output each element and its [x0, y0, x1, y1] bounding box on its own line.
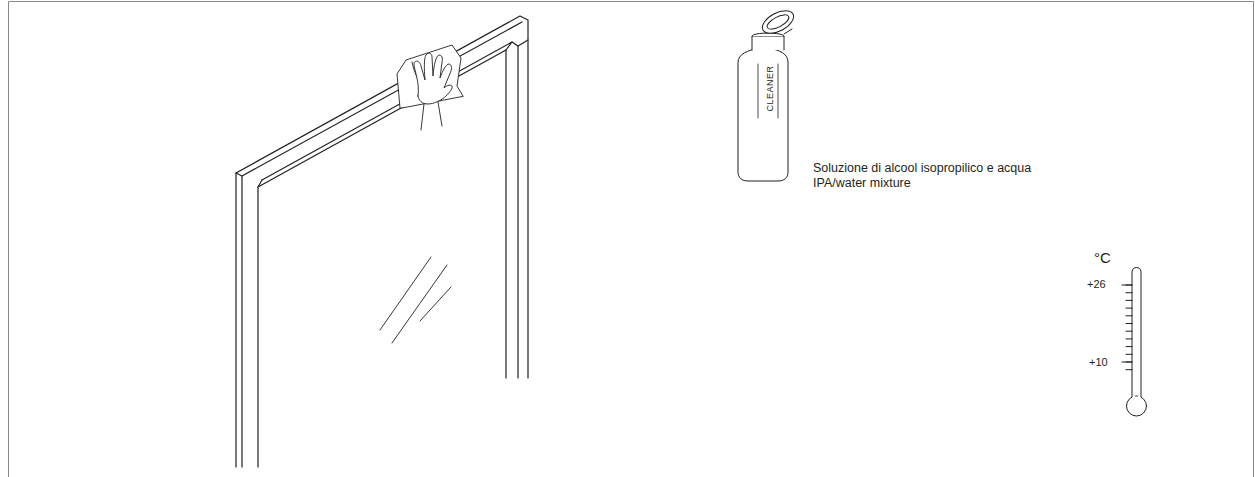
bottle-label: CLEANER [765, 65, 774, 111]
cleaner-bottle [738, 6, 797, 181]
note-text: Soluzione di alcool isopropilico e acqua [813, 162, 1031, 175]
page-border [9, 2, 1254, 477]
unit-label: °C [1094, 250, 1111, 265]
glass-reflection [380, 257, 451, 343]
hand-with-cloth [397, 45, 463, 130]
scale-value: +10 [1089, 357, 1108, 368]
scale-value: +26 [1087, 279, 1106, 290]
note-text: IPA/water mixture [813, 177, 911, 190]
glass-frame [236, 16, 528, 467]
thermometer [1122, 268, 1147, 417]
